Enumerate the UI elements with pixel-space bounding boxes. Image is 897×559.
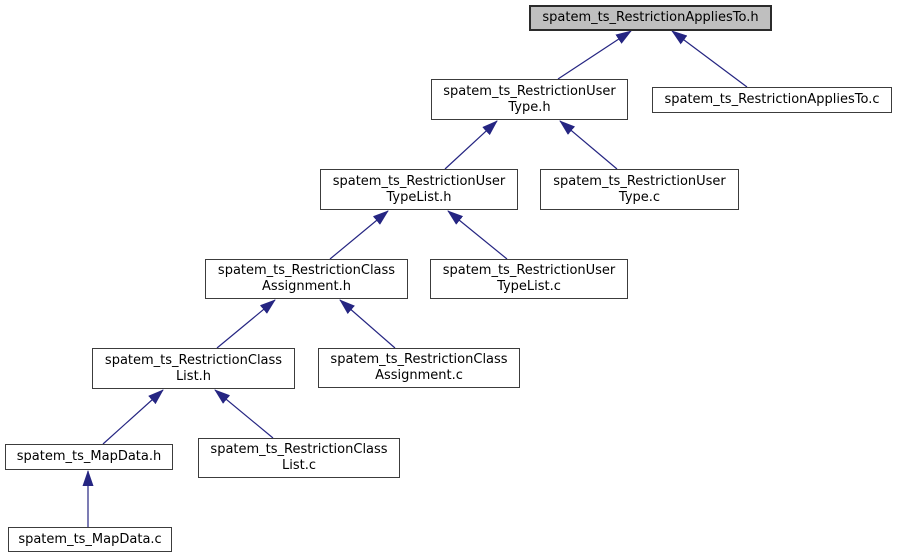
graph-node-label: spatem_ts_RestrictionUser TypeList.h [332,173,506,205]
graph-node-label: spatem_ts_MapData.h [16,449,162,464]
graph-node-restriction-class-assignment-h[interactable]: spatem_ts_RestrictionClass Assignment.h [205,259,408,299]
graph-node-label: spatem_ts_RestrictionClass List.h [104,352,283,384]
graph-node-label: spatem_ts_RestrictionAppliesTo.h [542,10,759,25]
graph-node-restriction-user-type-h[interactable]: spatem_ts_RestrictionUser Type.h [431,79,628,120]
graph-node-restriction-applies-to-c[interactable]: spatem_ts_RestrictionAppliesTo.c [652,87,892,113]
graph-node-restriction-user-type-c[interactable]: spatem_ts_RestrictionUser Type.c [540,169,739,210]
graph-node-restriction-class-assignment-c[interactable]: spatem_ts_RestrictionClass Assignment.c [318,348,520,388]
graph-node-label: spatem_ts_RestrictionClass Assignment.h [217,263,396,294]
graph-node-restriction-class-list-h[interactable]: spatem_ts_RestrictionClass List.h [92,348,295,389]
graph-node-label: spatem_ts_MapData.c [18,531,162,547]
graph-node-label: spatem_ts_RestrictionUser Type.c [553,173,726,205]
graph-node-label: spatem_ts_RestrictionUser Type.h [443,83,616,115]
graph-node-label: spatem_ts_RestrictionClass List.c [210,442,388,473]
graph-node-map-data-c[interactable]: spatem_ts_MapData.c [8,527,172,552]
graph-node-label: spatem_ts_RestrictionUser TypeList.c [442,263,616,294]
graph-node-restriction-user-type-list-c[interactable]: spatem_ts_RestrictionUser TypeList.c [430,259,628,299]
graph-node-restriction-user-type-list-h[interactable]: spatem_ts_RestrictionUser TypeList.h [320,169,518,210]
graph-node-label: spatem_ts_RestrictionClass Assignment.c [330,352,508,383]
graph-node-map-data-h[interactable]: spatem_ts_MapData.h [5,444,173,470]
graph-node-restriction-applies-to-h[interactable]: spatem_ts_RestrictionAppliesTo.h [529,5,772,31]
graph-node-label: spatem_ts_RestrictionAppliesTo.c [664,92,880,107]
graph-node-restriction-class-list-c[interactable]: spatem_ts_RestrictionClass List.c [198,438,400,478]
